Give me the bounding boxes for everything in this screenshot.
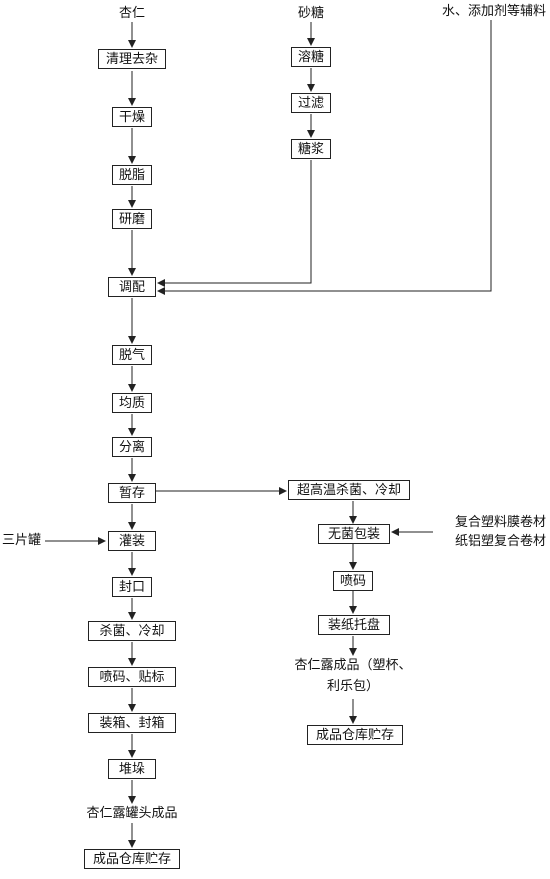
step-separate: 分离 [112,437,152,457]
step-syrup: 糖浆 [291,139,331,159]
product-cup-line2: 利乐包） [326,679,379,694]
step-tray: 装纸托盘 [318,615,390,635]
warehouse-right: 成品仓库贮存 [307,725,403,745]
step-code: 喷码 [333,571,373,591]
arrow-syrup-to-mix [157,160,312,287]
step-dissolve-sugar: 溶糖 [291,47,331,67]
step-fill: 灌装 [108,531,156,551]
step-seal: 封口 [112,577,152,597]
step-store-temp: 暂存 [108,483,156,503]
step-defat: 脱脂 [112,165,152,185]
warehouse-left: 成品仓库贮存 [84,849,180,869]
step-degas: 脱气 [112,345,152,365]
step-mix: 调配 [108,277,156,297]
step-clean: 清理去杂 [98,49,166,69]
step-dry: 干燥 [112,107,152,127]
step-grind: 研磨 [112,209,152,229]
step-sterilize: 杀菌、冷却 [88,621,176,641]
input-almond: 杏仁 [118,6,145,21]
step-code-label: 喷码、贴标 [88,667,176,687]
input-additives: 水、添加剂等辅料 [441,4,546,19]
step-aseptic: 无菌包装 [318,524,390,544]
input-film-1: 复合塑料膜卷材 [454,515,546,530]
input-can: 三片罐 [2,533,42,548]
step-uht: 超高温杀菌、冷却 [288,480,410,500]
product-can: 杏仁露罐头成品 [86,806,178,821]
input-sugar: 砂糖 [297,6,324,21]
step-filter: 过滤 [291,93,331,113]
step-homogenize: 均质 [112,393,152,413]
arrow-additives-to-mix [157,20,492,295]
product-cup-line1: 杏仁露成品（塑杯、 [294,658,412,673]
step-box-pack: 装箱、封箱 [88,713,176,733]
step-stack: 堆垛 [108,759,156,779]
input-film-2: 纸铝塑复合卷材 [454,534,546,549]
